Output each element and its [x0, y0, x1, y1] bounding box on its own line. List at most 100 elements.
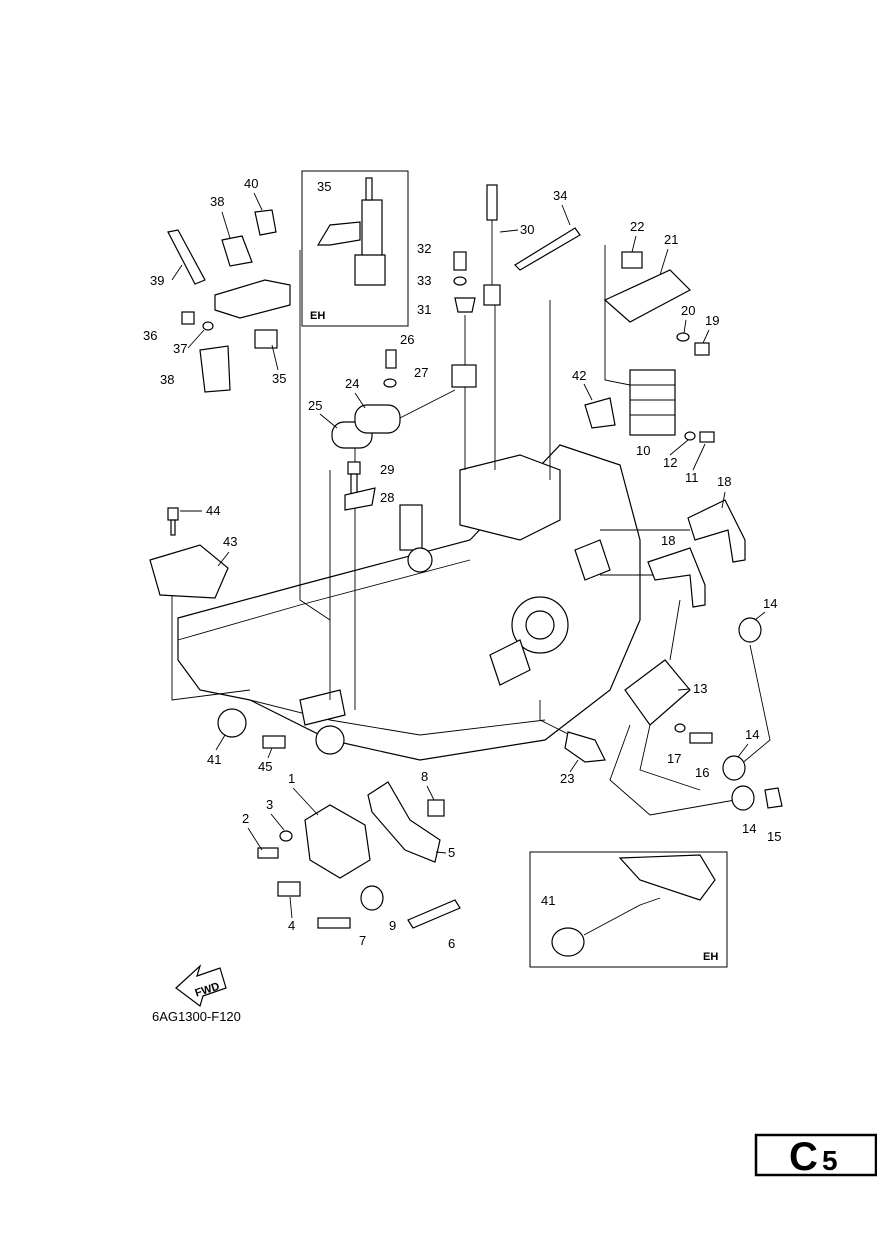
callout-29: 29: [380, 462, 394, 477]
inset-top-label: EH: [310, 310, 325, 322]
callout-8: 8: [421, 769, 428, 784]
part-7-screw: [317, 917, 351, 929]
part-19-bolt: [694, 342, 710, 356]
callout-7: 7: [359, 933, 366, 948]
part-37-washer: [202, 321, 214, 331]
callout-10: 10: [636, 443, 650, 458]
part-44-bolt: [167, 507, 179, 536]
part-16-bolt: [689, 732, 713, 744]
callout-20: 20: [681, 303, 695, 318]
part-24-grommet: [354, 404, 401, 434]
part-13-ignition-coil: [609, 599, 771, 816]
part-38-clamp-lower: [199, 345, 231, 393]
part-17-washer: [674, 723, 686, 733]
part-12-washer: [684, 431, 696, 441]
callout-31: 31: [417, 302, 431, 317]
part-42-clamp: [584, 397, 616, 429]
callout-32: 32: [417, 241, 431, 256]
part-5-bracket: [367, 781, 441, 863]
part-35-bracket: [214, 279, 291, 349]
part-1-cdi-unit: [304, 804, 371, 879]
part-3-washer: [279, 830, 293, 842]
callout-37: 37: [173, 341, 187, 356]
part-14-grommet-c: [731, 785, 755, 811]
part-4-bolt: [277, 881, 301, 897]
part-9-grommet: [360, 885, 384, 911]
callout-28: 28: [380, 490, 394, 505]
callout-22: 22: [630, 219, 644, 234]
callout-42: 42: [572, 368, 586, 383]
part-23-switch: [564, 731, 606, 763]
part-14-grommet-a: [738, 617, 762, 643]
callout-18-b: 18: [661, 533, 675, 548]
callout-2: 2: [242, 811, 249, 826]
part-41-plug: [217, 708, 247, 738]
inset-box-bottom: EH 41: [529, 851, 728, 968]
page-badge-letter: C: [789, 1135, 818, 1179]
callout-38-a: 38: [210, 194, 224, 209]
part-45-label: [262, 735, 286, 749]
part-29-bolt: [347, 461, 361, 495]
callout-17: 17: [667, 751, 681, 766]
reference-lines: [171, 245, 690, 736]
part-39-cable-tie: [167, 229, 206, 285]
part-11-bolt: [699, 431, 715, 443]
part-31-clip: [454, 297, 476, 313]
part-32-bolt: [453, 251, 467, 271]
callout-36: 36: [143, 328, 157, 343]
callout-19: 19: [705, 313, 719, 328]
part-21-rectifier: [603, 269, 691, 323]
part-2-bolt: [257, 847, 279, 859]
callout-14-a: 14: [763, 596, 777, 611]
part-18-plug-cap-lower: [647, 547, 706, 608]
callout-6: 6: [448, 936, 455, 951]
callout-38-b: 38: [160, 372, 174, 387]
callout-1: 1: [288, 771, 295, 786]
callout-23: 23: [560, 771, 574, 786]
callout-35-inset: 35: [317, 179, 331, 194]
engine-block: [177, 444, 641, 761]
callout-35: 35: [272, 371, 286, 386]
callout-41: 41: [207, 752, 221, 767]
part-8-collar: [427, 799, 445, 817]
part-14-grommet-b: [722, 755, 746, 781]
callout-14-b: 14: [745, 727, 759, 742]
part-27-washer: [383, 378, 397, 388]
part-26-screw: [385, 349, 397, 369]
part-33-washer: [453, 276, 467, 286]
callouts: 1 2 3 4 5 6 7 8 9 10 11 12 13 14 14 14 1…: [143, 176, 781, 951]
callout-40: 40: [244, 176, 258, 191]
part-36-bolt: [181, 311, 195, 325]
part-34-tie: [514, 227, 581, 271]
callout-3: 3: [266, 797, 273, 812]
callout-21: 21: [664, 232, 678, 247]
callout-30: 30: [520, 222, 534, 237]
part-10-regulator: [629, 369, 676, 436]
part-30-sensor: [483, 184, 501, 306]
callout-5: 5: [448, 845, 455, 860]
page-badge: C 5: [754, 1133, 877, 1179]
part-28-plate: [344, 487, 376, 511]
callout-12: 12: [663, 455, 677, 470]
part-18-plug-cap-upper: [687, 499, 746, 563]
fwd-arrow-icon: FWD: [175, 964, 227, 1007]
part-6-tie: [407, 899, 461, 929]
callout-24: 24: [345, 376, 359, 391]
callout-13: 13: [693, 681, 707, 696]
part-38-clamp-upper: [221, 235, 253, 267]
callout-43: 43: [223, 534, 237, 549]
callout-16: 16: [695, 765, 709, 780]
diagram-code: 6AG1300-F120: [152, 1009, 241, 1024]
callout-33: 33: [417, 273, 431, 288]
callout-18-a: 18: [717, 474, 731, 489]
callout-26: 26: [400, 332, 414, 347]
callout-9: 9: [389, 918, 396, 933]
callout-41-inset: 41: [541, 893, 555, 908]
inset-bottom-label: EH: [703, 951, 718, 963]
callout-11: 11: [685, 470, 699, 485]
callout-15: 15: [767, 829, 781, 844]
part-40-clip: [254, 209, 277, 236]
callout-34: 34: [553, 188, 567, 203]
callout-39: 39: [150, 273, 164, 288]
